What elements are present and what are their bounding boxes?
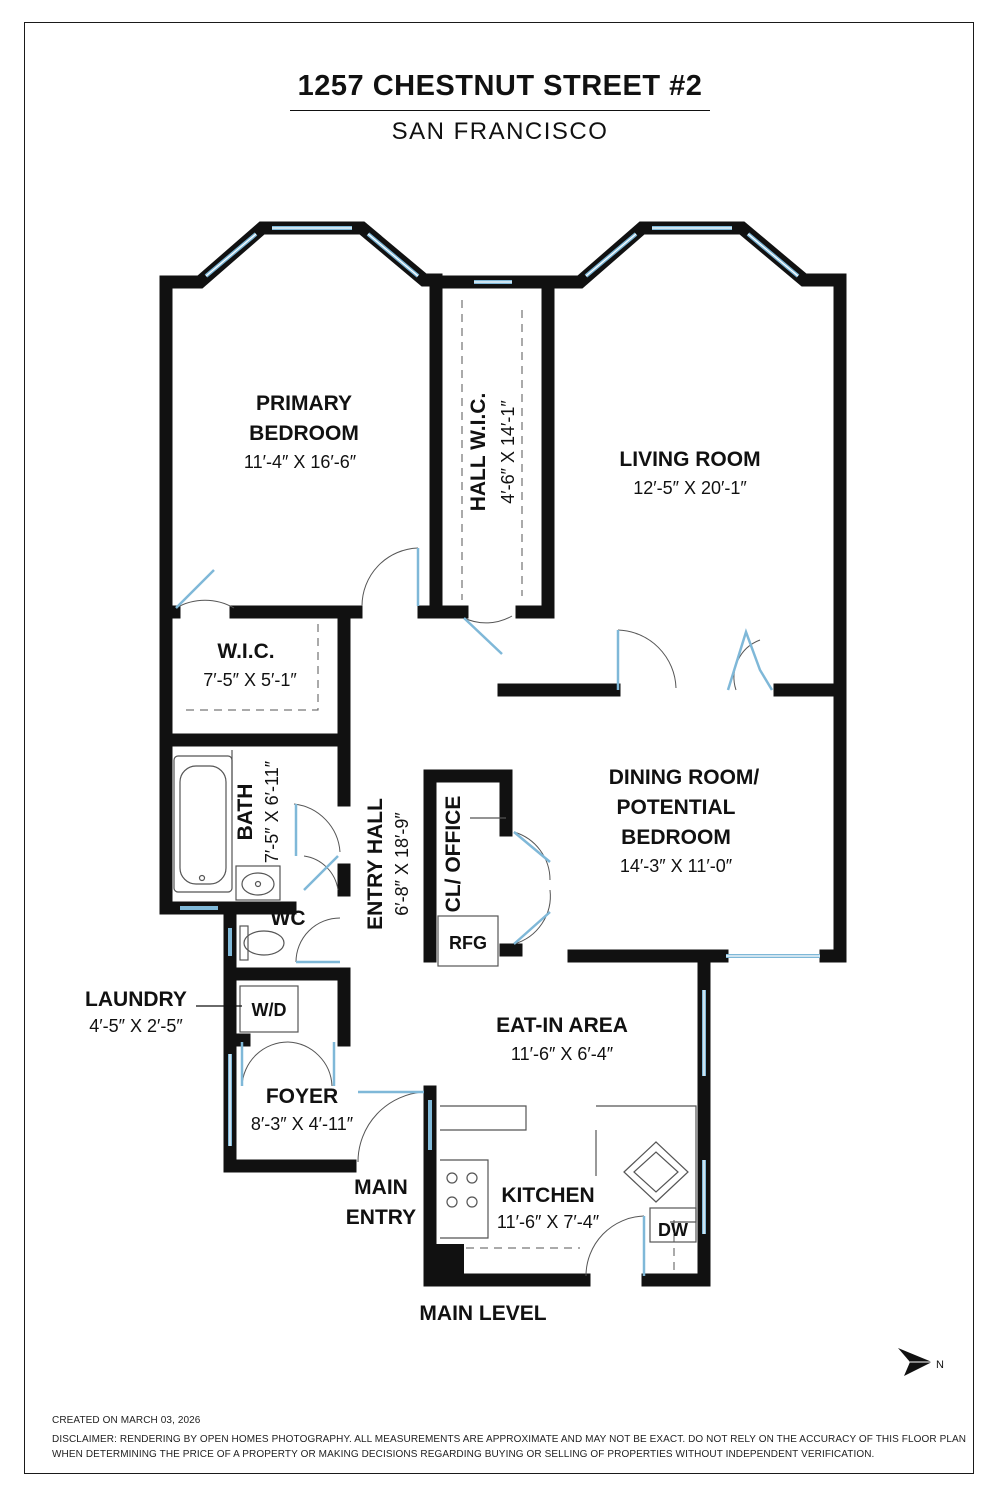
laundry-top-wall bbox=[223, 967, 351, 1047]
foyer-label: FOYER bbox=[266, 1085, 338, 1108]
kitchen-corner-pillar bbox=[424, 1244, 464, 1282]
main-entry-label: MAIN bbox=[354, 1176, 408, 1199]
hall-wic-wall bbox=[429, 275, 555, 619]
entry-hall-dims: 6′-8″ X 18′-9″ bbox=[392, 812, 412, 916]
laundry-wall bbox=[223, 973, 357, 1173]
refrigerator bbox=[437, 915, 499, 967]
wic-label: W.I.C. bbox=[217, 640, 274, 663]
kitchen-dims: 11′-6″ X 7′-4″ bbox=[497, 1212, 600, 1232]
bath-vanity bbox=[235, 865, 281, 901]
rfg-label: RFG bbox=[449, 933, 487, 953]
fixtures bbox=[173, 750, 697, 1243]
title-underline bbox=[290, 110, 710, 111]
bathtub bbox=[173, 755, 233, 893]
wic-outer-wall bbox=[159, 605, 351, 747]
foyer-dims: 8′-3″ X 4′-11″ bbox=[251, 1114, 354, 1134]
dishwasher bbox=[649, 1207, 697, 1243]
dining-right-wall bbox=[819, 683, 847, 963]
divider-post bbox=[541, 685, 551, 695]
cl-office-wall bbox=[423, 769, 513, 963]
closet-shelves bbox=[186, 300, 675, 1270]
living-room-label: LIVING ROOM bbox=[619, 448, 760, 471]
dining-room-label-3: BEDROOM bbox=[621, 826, 731, 849]
laundry-dims: 4′-5″ X 2′-5″ bbox=[89, 1016, 183, 1036]
disclaimer-line-2: WHEN DETERMINING THE PRICE OF A PROPERTY… bbox=[52, 1449, 875, 1460]
north-arrow-icon bbox=[898, 1348, 932, 1376]
kitchen-label: KITCHEN bbox=[501, 1184, 594, 1207]
hall-wic-dims: 4′-6″ X 14′-1″ bbox=[498, 400, 518, 504]
compass-letter: N bbox=[936, 1359, 944, 1371]
level-label: MAIN LEVEL bbox=[419, 1302, 546, 1325]
toilet-tank bbox=[239, 925, 249, 961]
eat-in-area-label: EAT-IN AREA bbox=[496, 1014, 628, 1037]
primary-bedroom-label-2: BEDROOM bbox=[249, 422, 359, 445]
page-frame bbox=[24, 22, 974, 1474]
page-title: 1257 CHESTNUT STREET #2 bbox=[297, 70, 703, 102]
doors bbox=[175, 547, 761, 1277]
disclaimer-line-1: DISCLAIMER: RENDERING BY OPEN HOMES PHOT… bbox=[52, 1434, 967, 1445]
washer-dryer bbox=[239, 985, 299, 1033]
kitchen-sink-icon bbox=[623, 1141, 689, 1203]
door-leaves bbox=[175, 548, 774, 1276]
wic-dims: 7′-5″ X 5′-1″ bbox=[203, 670, 297, 690]
primary-bedroom-bay-wall bbox=[159, 221, 443, 619]
dining-room-label: DINING ROOM/ bbox=[609, 766, 760, 789]
created-date: CREATED ON MARCH 03, 2026 bbox=[52, 1415, 201, 1426]
dining-room-dims: 14′-3″ X 11′-0″ bbox=[620, 856, 733, 876]
entry-hall-label: ENTRY HALL bbox=[364, 798, 387, 930]
primary-bedroom-dims: 11′-4″ X 16′-6″ bbox=[244, 452, 357, 472]
primary-bedroom-label: PRIMARY bbox=[256, 392, 352, 415]
bath-dims: 7′-5″ X 6′-11″ bbox=[262, 760, 282, 863]
windows bbox=[180, 226, 820, 1234]
bath-label: BATH bbox=[234, 784, 257, 841]
page-subtitle: SAN FRANCISCO bbox=[391, 118, 609, 145]
dw-label: DW bbox=[658, 1220, 688, 1240]
living-room-dims: 12′-5″ X 20′-1″ bbox=[633, 478, 747, 498]
cl-office-label: CL/ OFFICE bbox=[442, 796, 465, 913]
eat-in-area-dims: 11′-6″ X 6′-4″ bbox=[511, 1044, 614, 1064]
main-entry-label-2: ENTRY bbox=[346, 1206, 416, 1229]
dining-room-label-2: POTENTIAL bbox=[617, 796, 736, 819]
wc-label: WC bbox=[271, 907, 306, 930]
stove-burners-icon bbox=[446, 1172, 478, 1208]
laundry-label: LAUNDRY bbox=[85, 988, 187, 1011]
toilet-bowl bbox=[243, 930, 285, 956]
wd-label: W/D bbox=[252, 1000, 287, 1020]
bath-outer-wall bbox=[159, 733, 237, 987]
window-inner-lines bbox=[205, 227, 820, 1234]
hall-wic-label: HALL W.I.C. bbox=[467, 393, 490, 512]
